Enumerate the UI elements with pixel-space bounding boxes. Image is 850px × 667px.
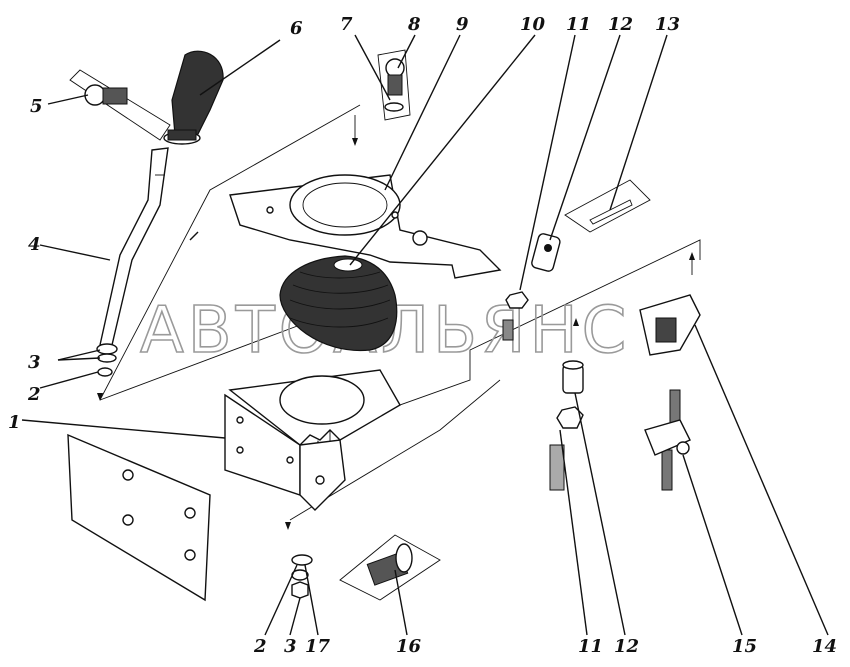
bolt-inset-16: [339, 534, 441, 601]
callout-14: 14: [812, 636, 837, 657]
callout-3: 3: [28, 352, 41, 373]
cotter-pin-inset: [564, 179, 651, 233]
leader-lines: [21, 34, 829, 636]
callout-12-top: 12: [608, 14, 633, 35]
callout-16: 16: [396, 636, 422, 657]
cover-plate: [67, 433, 211, 602]
washer-stack-2-3-17: [291, 554, 313, 599]
callout-8: 8: [407, 14, 421, 35]
callout-13: 13: [655, 14, 680, 35]
bracket-14: [639, 294, 701, 356]
callout-6: 6: [290, 18, 303, 39]
bracket: [224, 369, 401, 511]
callout-10: 10: [520, 14, 546, 35]
callout-9: 9: [456, 14, 469, 35]
callout-12-bottom: 12: [614, 636, 639, 657]
callout-1: 1: [8, 412, 21, 433]
shift-knob: [163, 50, 224, 145]
flange-plate: [229, 174, 502, 279]
adjusting-screw-15: [644, 389, 691, 491]
callout-3-bottom: 3: [284, 636, 297, 657]
callout-2: 2: [27, 384, 41, 405]
callout-17: 17: [305, 636, 331, 657]
bushing-12: [549, 360, 584, 491]
rubber-boot: [279, 255, 398, 352]
bolt-inset-7-8: [377, 49, 411, 121]
callout-labels: 1 2 3 4 5 6 7 8 9 10 11 12 13 2 3 17 16 …: [8, 14, 837, 657]
nut-11-top: [502, 291, 529, 341]
callout-15: 15: [732, 636, 757, 657]
callout-11-top: 11: [566, 14, 591, 35]
callout-4: 4: [28, 234, 41, 255]
shift-lever: [96, 147, 169, 377]
sleeve-12: [531, 233, 561, 272]
callout-7: 7: [340, 14, 353, 35]
callout-5: 5: [30, 96, 43, 117]
bolt-inset-5: [69, 69, 171, 141]
callout-2-bottom: 2: [253, 636, 267, 657]
callout-11-bottom: 11: [578, 636, 603, 657]
